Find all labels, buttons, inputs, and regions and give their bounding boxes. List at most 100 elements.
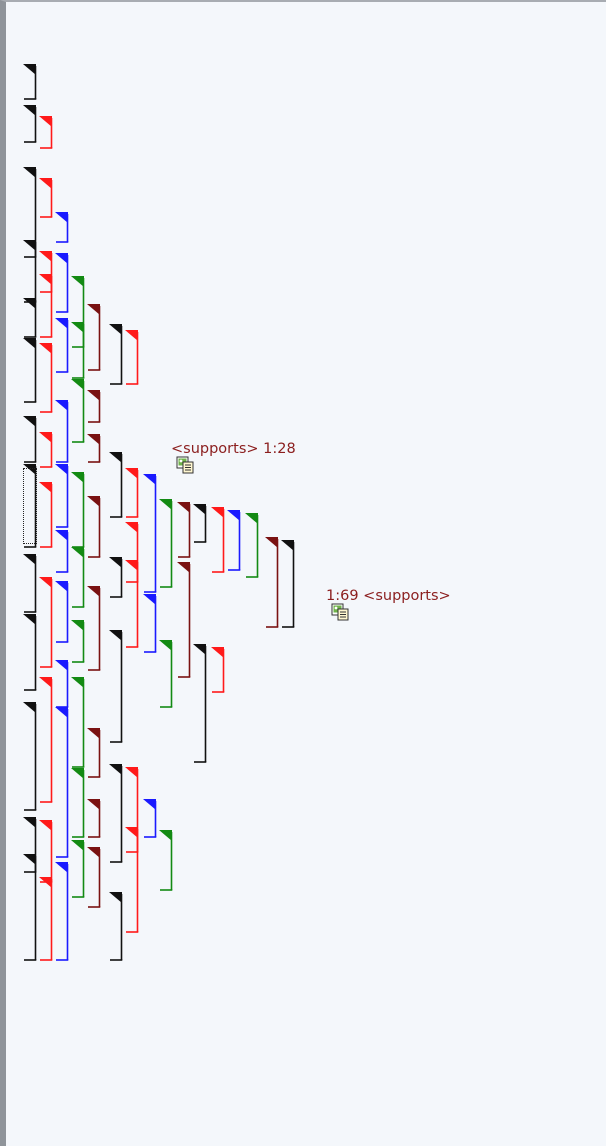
code-bracket[interactable] — [39, 577, 53, 668]
bracket-flag — [143, 799, 156, 810]
code-bracket[interactable] — [87, 847, 101, 908]
code-bracket[interactable] — [39, 482, 53, 548]
code-bracket[interactable] — [193, 644, 207, 763]
code-bracket[interactable] — [87, 304, 101, 371]
annotation-label: <supports> 1:28 — [171, 441, 296, 457]
bracket-flag — [71, 620, 84, 631]
code-bracket[interactable] — [159, 830, 173, 891]
code-bracket[interactable] — [125, 767, 139, 853]
code-bracket[interactable] — [23, 817, 37, 873]
code-bracket[interactable] — [23, 464, 37, 548]
code-bracket[interactable] — [71, 840, 85, 898]
code-bracket[interactable] — [125, 468, 139, 518]
bracket-flag — [71, 379, 84, 390]
code-bracket[interactable] — [39, 432, 53, 468]
bracket-flag — [39, 432, 52, 443]
code-bracket[interactable] — [71, 547, 85, 608]
code-bracket[interactable] — [55, 862, 69, 961]
code-bracket[interactable] — [125, 560, 139, 648]
bracket-flag — [55, 400, 68, 411]
code-bracket[interactable] — [71, 379, 85, 443]
code-bracket[interactable] — [265, 537, 279, 628]
code-bracket[interactable] — [87, 799, 101, 838]
code-bracket[interactable] — [211, 507, 225, 573]
code-bracket[interactable] — [23, 554, 37, 613]
code-bracket[interactable] — [39, 877, 53, 961]
code-bracket[interactable] — [87, 496, 101, 558]
bracket-flag — [23, 240, 36, 251]
code-bracket[interactable] — [55, 707, 69, 858]
bracket-flag — [23, 464, 36, 475]
code-bracket[interactable] — [109, 324, 123, 385]
code-bracket[interactable] — [125, 827, 139, 933]
code-bracket[interactable] — [55, 400, 69, 463]
code-bracket[interactable] — [39, 820, 53, 883]
code-bracket[interactable] — [39, 677, 53, 803]
code-bracket[interactable] — [159, 499, 173, 588]
code-bracket[interactable] — [55, 530, 69, 573]
code-bracket[interactable] — [55, 464, 69, 528]
code-bracket[interactable] — [159, 640, 173, 708]
code-bracket[interactable] — [71, 322, 85, 379]
code-bracket[interactable] — [55, 581, 69, 643]
supports-annotation-1-69[interactable]: 1:69 <supports> — [303, 586, 451, 621]
code-bracket[interactable] — [23, 614, 37, 691]
code-bracket[interactable] — [71, 677, 85, 768]
code-bracket[interactable] — [23, 416, 37, 463]
code-bracket[interactable] — [55, 318, 69, 373]
code-bracket[interactable] — [23, 854, 37, 961]
code-bracket[interactable] — [39, 251, 53, 293]
code-bracket[interactable] — [39, 343, 53, 413]
code-bracket[interactable] — [39, 274, 53, 338]
bracket-flag — [55, 530, 68, 541]
code-bracket[interactable] — [177, 562, 191, 678]
code-bracket[interactable] — [125, 330, 139, 385]
code-bracket[interactable] — [281, 540, 295, 628]
code-bracket[interactable] — [71, 276, 85, 348]
code-bracket[interactable] — [55, 253, 69, 313]
bracket-flag — [23, 338, 36, 349]
code-bracket[interactable] — [109, 557, 123, 598]
code-bracket[interactable] — [39, 116, 53, 149]
code-bracket[interactable] — [109, 452, 123, 518]
bracket-flag — [125, 522, 138, 533]
code-bracket[interactable] — [143, 594, 157, 653]
code-bracket[interactable] — [55, 212, 69, 243]
code-bracket[interactable] — [109, 892, 123, 961]
code-bracket[interactable] — [55, 660, 69, 708]
code-bracket[interactable] — [109, 630, 123, 743]
code-bracket[interactable] — [87, 728, 101, 778]
code-bracket[interactable] — [23, 702, 37, 811]
code-bracket[interactable] — [109, 764, 123, 863]
code-bracket[interactable] — [193, 504, 207, 543]
code-bracket[interactable] — [177, 502, 191, 558]
bracket-flag — [245, 513, 258, 524]
bracket-flag — [281, 540, 294, 551]
bracket-flag — [55, 253, 68, 264]
code-bracket[interactable] — [23, 64, 37, 100]
code-bracket[interactable] — [23, 105, 37, 143]
coding-brackets — [23, 64, 295, 961]
bracket-flag — [159, 499, 172, 510]
code-bracket[interactable] — [87, 390, 101, 423]
code-bracket[interactable] — [125, 522, 139, 583]
code-bracket[interactable] — [23, 338, 37, 403]
code-bracket[interactable] — [39, 178, 53, 218]
code-bracket[interactable] — [71, 768, 85, 838]
code-bracket[interactable] — [23, 240, 37, 303]
code-bracket[interactable] — [211, 647, 225, 693]
code-bracket[interactable] — [143, 474, 157, 593]
code-bracket[interactable] — [71, 472, 85, 548]
bracket-flag — [125, 827, 138, 838]
bracket-flag — [159, 640, 172, 651]
code-bracket[interactable] — [87, 434, 101, 463]
supports-annotation-1-28[interactable]: <supports> 1:28 — [148, 439, 296, 474]
code-bracket[interactable] — [227, 510, 241, 571]
code-bracket[interactable] — [23, 298, 37, 338]
code-bracket[interactable] — [71, 620, 85, 663]
code-bracket[interactable] — [245, 513, 259, 578]
code-bracket[interactable] — [87, 586, 101, 671]
code-bracket[interactable] — [143, 799, 157, 838]
bracket-flag — [71, 472, 84, 483]
